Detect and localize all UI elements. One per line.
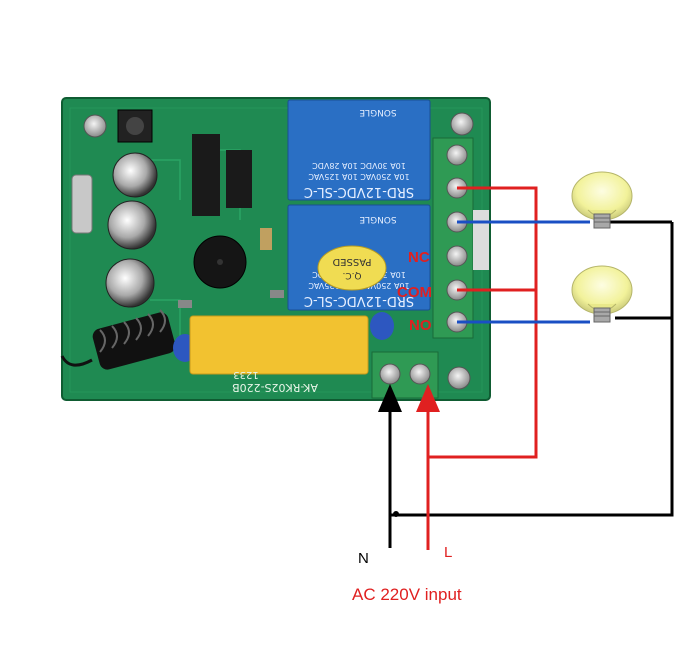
label-com: COM [397, 284, 432, 301]
caption-ac-input: AC 220V input [352, 585, 462, 604]
mount-hole [83, 114, 107, 138]
ic-chip [192, 134, 220, 216]
qc-sticker: Q.C. PASSED [317, 245, 387, 291]
components-left: AK-RK02S-220B 1233 [60, 109, 394, 394]
arrow-up-red [416, 384, 440, 412]
wire-neutral [388, 316, 674, 548]
board-marking: AK-RK02S-220B [232, 381, 318, 394]
relay-1-rating-1: 10A 250VAC 10A 125VAC [308, 172, 410, 181]
crystal [71, 174, 93, 234]
terminal-screw [446, 245, 468, 267]
label-no: NO [409, 317, 432, 334]
capacitor [105, 258, 155, 308]
bulb-2 [571, 265, 633, 323]
bulb-1 [571, 171, 633, 229]
input-arrows [378, 384, 440, 412]
relay-1-brand: SONGLE [359, 107, 397, 117]
terminal-screw-l [409, 363, 431, 385]
qc-sticker-line2: PASSED [332, 256, 371, 267]
antenna-coil [60, 309, 176, 370]
mount-hole [447, 366, 471, 390]
output-terminal-block [432, 137, 489, 339]
mount-hole [450, 112, 474, 136]
label-nc: NC [408, 249, 430, 266]
relay-1-rating-2: 10A 30VDC 10A 28VDC [312, 161, 406, 170]
label-l: L [444, 544, 452, 561]
terminal-screw-n [379, 363, 401, 385]
relay-1-model: SRD-12VDC-SL-C [304, 184, 414, 199]
arrow-up-black [378, 384, 402, 412]
terminal-screw [446, 144, 468, 166]
ic-chip [226, 150, 252, 208]
capacitor [107, 200, 157, 250]
qc-sticker-line1: Q.C. [342, 270, 361, 280]
relay-1: SRD-12VDC-SL-C 10A 250VAC 10A 125VAC 10A… [287, 99, 431, 201]
relay-2-model: SRD-12VDC-SL-C [304, 293, 414, 308]
label-n: N [358, 550, 369, 567]
capacitor [112, 152, 158, 198]
silk-code: 1233 [233, 369, 258, 380]
disc-capacitor [370, 312, 394, 340]
ac-capacitor [189, 315, 369, 375]
wiring [388, 186, 674, 550]
relay-2-brand: SONGLE [359, 214, 397, 224]
